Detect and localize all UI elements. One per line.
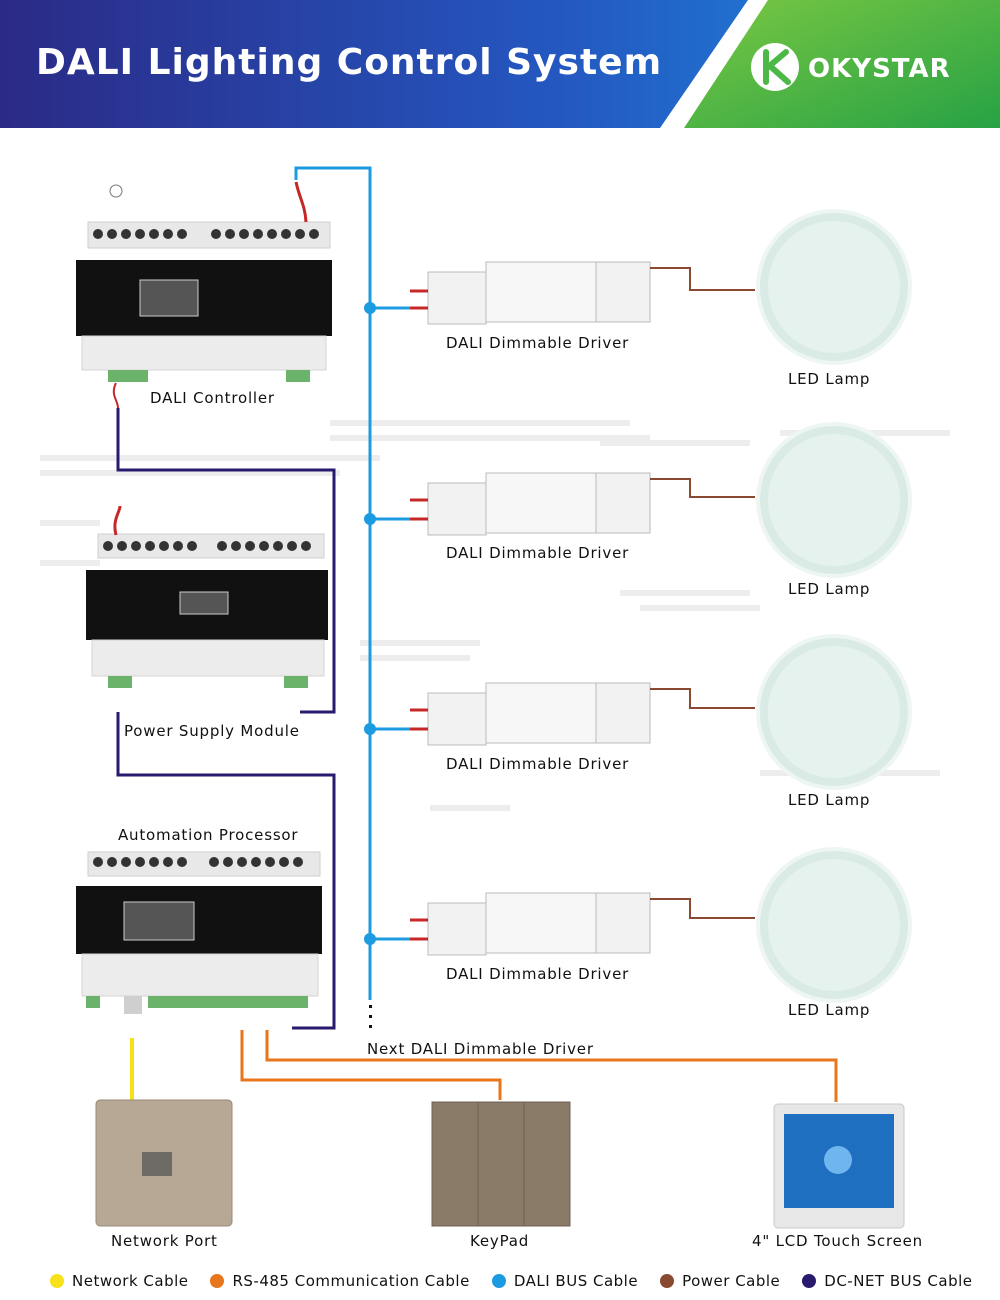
lamp-label: LED Lamp bbox=[788, 580, 871, 598]
network-port-device bbox=[95, 1099, 233, 1227]
driver-lamp-row bbox=[410, 209, 912, 365]
touch-screen-device bbox=[773, 1103, 905, 1229]
k-logo-icon bbox=[751, 43, 799, 91]
bus-junction bbox=[364, 933, 376, 945]
power-cable-swatch bbox=[660, 1274, 675, 1288]
cable-legend: Network Cable RS-485 Communication Cable… bbox=[50, 1270, 972, 1292]
dc-net-bus-cable bbox=[116, 408, 336, 1030]
lamp-label: LED Lamp bbox=[788, 370, 871, 388]
legend-label: DC-NET BUS Cable bbox=[824, 1272, 973, 1290]
legend-label: Power Cable bbox=[682, 1272, 781, 1290]
dali-controller-device bbox=[76, 181, 332, 409]
automation-processor-label: Automation Processor bbox=[118, 826, 299, 844]
header-background bbox=[0, 0, 1000, 128]
driver-lamp-row bbox=[410, 634, 912, 790]
legend-item: DC-NET BUS Cable bbox=[802, 1272, 972, 1290]
lamp-label: LED Lamp bbox=[788, 1001, 871, 1019]
next-driver-label: Next DALI Dimmable Driver bbox=[367, 1040, 594, 1058]
keypad-device bbox=[431, 1101, 571, 1227]
dc-net-bus-cable-swatch bbox=[802, 1274, 817, 1288]
lamp-label: LED Lamp bbox=[788, 791, 871, 809]
continuation-dots bbox=[369, 1005, 372, 1028]
legend-label: DALI BUS Cable bbox=[513, 1272, 639, 1290]
driver-label: DALI Dimmable Driver bbox=[446, 755, 630, 773]
driver-label: DALI Dimmable Driver bbox=[446, 544, 630, 562]
dali-controller-label: DALI Controller bbox=[150, 389, 275, 407]
network-port-label: Network Port bbox=[111, 1232, 218, 1250]
dali-bus-cable-swatch bbox=[491, 1274, 506, 1288]
dali-bus-cable bbox=[294, 166, 410, 1000]
driver-label: DALI Dimmable Driver bbox=[446, 334, 630, 352]
legend-label: Network Cable bbox=[72, 1272, 189, 1290]
bus-junction bbox=[364, 723, 376, 735]
driver-lamp-row bbox=[410, 422, 912, 578]
keypad-label: KeyPad bbox=[470, 1232, 530, 1250]
page-title: DALI Lighting Control System bbox=[36, 42, 663, 83]
legend-item: Network Cable bbox=[50, 1272, 188, 1290]
header-banner: DALI Lighting Control System OKYSTAR bbox=[0, 0, 1000, 128]
rs485-cable bbox=[240, 1030, 838, 1102]
legend-item: RS-485 Communication Cable bbox=[210, 1272, 469, 1290]
legend-item: DALI BUS Cable bbox=[491, 1272, 639, 1290]
driver-label: DALI Dimmable Driver bbox=[446, 965, 630, 983]
power-supply-label: Power Supply Module bbox=[124, 722, 300, 740]
bus-junction bbox=[364, 513, 376, 525]
network-cable-swatch bbox=[50, 1274, 64, 1288]
brand-name: OKYSTAR bbox=[808, 54, 951, 84]
bus-junction bbox=[364, 302, 376, 314]
power-supply-device bbox=[86, 505, 328, 688]
legend-label: RS-485 Communication Cable bbox=[232, 1272, 470, 1290]
legend-item: Power Cable bbox=[660, 1272, 780, 1290]
rs485-cable-swatch bbox=[210, 1274, 225, 1288]
touch-screen-label: 4" LCD Touch Screen bbox=[752, 1232, 923, 1250]
driver-lamp-row bbox=[410, 847, 912, 1003]
automation-processor-device bbox=[76, 851, 322, 1014]
